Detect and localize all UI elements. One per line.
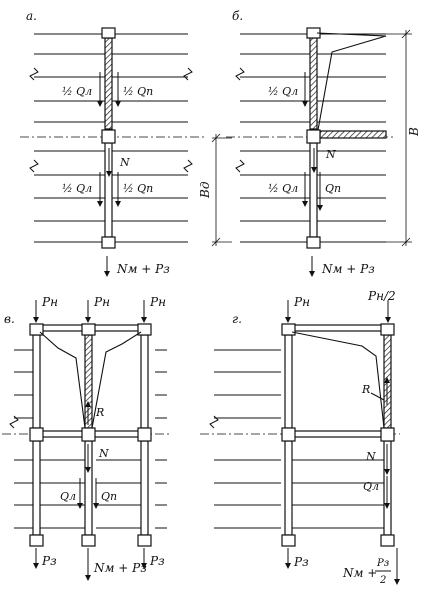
panel-a-qp-label: ½ Qп [123,85,153,98]
panel-a-upper-column [104,37,113,130]
panel-g-left-column-upper [284,334,293,429]
panel-b-ql2-label: ½ Qл [268,182,298,195]
panel-b-upper-column [309,37,318,130]
panel-v-p-bot3-label: Pз [149,554,165,568]
panel-b-mid-node [306,129,321,144]
panel-b-moment-curve [316,32,387,131]
panel-a-ql-label: ½ Qл [62,85,92,98]
panel-g-n-label: N [365,450,376,463]
panel-v-qp-label: Qп [101,490,117,503]
panel-g-beam-mid [291,430,385,438]
panel-v-left-moment-curve [39,331,86,429]
panel-v-p-bot2-label: Nм + Pз [93,561,147,575]
panel-g-ql-label: Qл [363,480,379,493]
panel-a-qp2-label: ½ Qп [123,182,153,195]
panel-g-beam-top [291,324,385,332]
panel-b: б. ½ Qл N ½ Qл Qп Nм + Pз B Bд [198,9,421,277]
panel-v-ql-label: Qл [60,490,76,503]
panel-v-left-column-upper [32,334,41,429]
panel-v-p-top3-label: Pн [149,295,166,309]
panel-g-label: г. [232,312,242,326]
panel-g-p-bot2-num-label: Pз [376,558,389,569]
panel-b-n-label: N [325,148,336,161]
panel-g-r-leader [370,392,385,401]
panel-g-r-label: R [361,383,370,396]
panel-v-r-label: R [95,406,104,419]
panel-v-left-column-lower [32,440,41,536]
panel-g: г. Pн Pн/2 R N Qл [200,289,400,586]
panel-g-moment-curve [291,331,385,429]
panel-v-right-column-upper [140,334,149,429]
panel-v-p-top1-label: Pн [41,295,58,309]
panel-v-right-column-lower [140,440,149,536]
panel-v-label: в. [4,312,15,326]
panel-b-bottom-node [306,236,321,249]
panel-b-ql-label: ½ Qл [268,85,298,98]
panel-g-p-top1-label: Pн [293,295,310,309]
panel-g-floor-lines [209,349,384,529]
panel-g-p-bot1-label: Pз [293,555,309,569]
panel-b-label: б. [232,9,243,23]
panel-v-p-top2-label: Pн [93,295,110,309]
panel-a-label: а. [26,9,37,23]
panel-v-p-bot1-label: Pз [41,554,57,568]
panel-g-left-column-lower [284,440,293,536]
panel-a-bottom-label: Nм + Pз [116,262,170,276]
panel-v-nodes [29,323,152,547]
panel-a: а. ½ Qл ½ Qп N ½ Qл ½ Qп Nм + Pз [20,9,205,277]
panel-b-bottom-label: Nм + Pз [321,262,375,276]
panel-b-dimension-bd: Bд [198,133,232,247]
panel-a-top-node [101,27,116,39]
panel-v-right-moment-curve [91,331,142,429]
panel-b-qp-label: Qп [325,182,341,195]
panel-g-p-bot2-den-label: 2 [379,575,386,586]
panel-b-dim-b-label: B [407,127,421,137]
panel-a-bottom-node [101,236,116,249]
panel-b-beam [319,130,387,139]
panel-b-dim-bd-label: Bд [198,181,212,199]
panel-a-ql2-label: ½ Qл [62,182,92,195]
panel-g-p-top2-label: Pн/2 [367,289,396,303]
panel-a-mid-node [101,129,116,144]
panel-v: в. [2,295,170,581]
panel-g-p-bot2-main-label: Nм + [342,566,377,580]
panel-g-nodes [281,323,395,547]
panel-v-n-label: N [98,447,109,460]
panel-a-n-label: N [119,156,130,169]
panel-b-dimension-b: B [386,29,421,247]
panel-v-floor-lines [9,349,167,529]
